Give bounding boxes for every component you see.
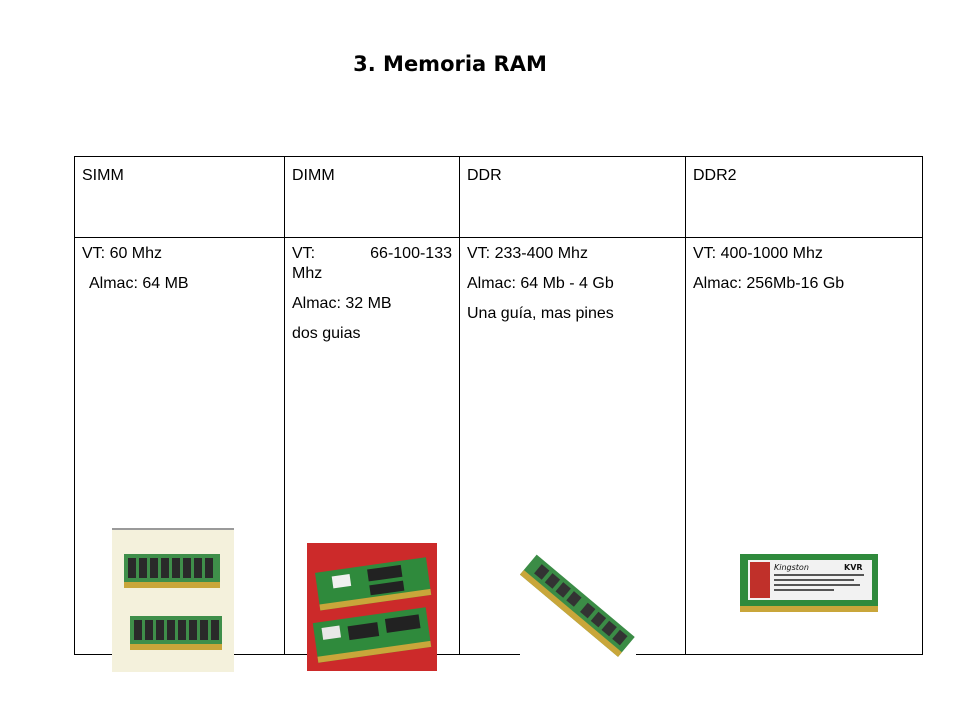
ddr2-brand-label: Kingston — [774, 563, 809, 572]
simm-modules-photo — [112, 528, 234, 672]
simm-module-2 — [130, 616, 222, 650]
ddr2-storage: Almac: 256Mb-16 Gb — [693, 275, 845, 292]
cell-dimm: VT: 66-100-133 Mhz Almac: 32 MB dos guia… — [284, 237, 460, 671]
simm-storage: Almac: 64 MB — [89, 275, 189, 292]
dimm-storage: Almac: 32 MB — [292, 295, 392, 312]
cell-ddr: VT: 233-400 Mhz Almac: 64 Mb - 4 Gb Una … — [459, 237, 686, 667]
cell-simm: VT: 60 Mhz Almac: 64 MB — [74, 237, 285, 672]
ddr2-speed: VT: 400-1000 Mhz — [693, 245, 823, 262]
header-simm: SIMM — [74, 156, 285, 238]
ddr2-model-label: KVR — [844, 563, 863, 572]
cell-ddr2: VT: 400-1000 Mhz Almac: 256Mb-16 Gb King… — [685, 237, 923, 655]
dimm-modules-photo — [307, 543, 437, 671]
dimm-speed: VT: 66-100-133 — [292, 245, 452, 262]
ddr-module-photo — [520, 543, 636, 667]
header-dimm: DIMM — [284, 156, 460, 238]
header-ddr: DDR — [459, 156, 686, 238]
simm-module-1 — [124, 554, 220, 588]
dimm-guides: dos guias — [292, 325, 361, 342]
header-row: SIMM DIMM DDR DDR2 — [74, 156, 923, 238]
details-row: VT: 60 Mhz Almac: 64 MB — [74, 237, 923, 672]
ddr2-module-photo: Kingston KVR — [738, 548, 880, 616]
header-ddr2: DDR2 — [685, 156, 923, 238]
ddr-speed: VT: 233-400 Mhz — [467, 245, 588, 262]
page-title: 3. Memoria RAM — [353, 52, 547, 76]
ddr-notes: Una guía, mas pines — [467, 305, 614, 322]
simm-speed: VT: 60 Mhz — [82, 245, 163, 262]
dimm-module-1 — [315, 557, 432, 611]
ram-table: SIMM DIMM DDR DDR2 VT: 60 Mhz Almac: 64 … — [74, 156, 923, 672]
dimm-speed-unit: Mhz — [292, 265, 323, 282]
dimm-module-2 — [312, 607, 432, 663]
ddr-storage: Almac: 64 Mb - 4 Gb — [467, 275, 614, 292]
